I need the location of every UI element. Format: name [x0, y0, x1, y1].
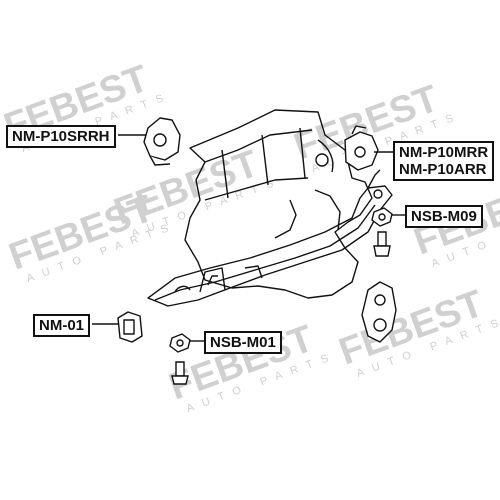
- callout-text-nm-p10arr: NM-P10ARR: [399, 161, 487, 178]
- callout-nm-01: NM-01: [33, 314, 91, 337]
- leader-lines: [92, 134, 405, 342]
- callout-text-nm-01: NM-01: [39, 317, 85, 334]
- watermark-5: FEBEST AUTO PARTS: [164, 318, 339, 415]
- engine-block: [184, 109, 373, 299]
- callout-text-nm-p10mrr: NM-P10MRR: [399, 144, 489, 161]
- callout-nsb-m09: NSB-M09: [405, 205, 483, 228]
- subframe: [147, 169, 393, 307]
- callout-text-nsb-m01: NSB-M01: [210, 334, 276, 351]
- part-nm-p10srrh: [143, 117, 181, 166]
- callout-text-nm-p10srrh: NM-P10SRRH: [12, 128, 110, 145]
- part-nm-p10mrr: [344, 125, 379, 171]
- callout-text-nsb-m09: NSB-M09: [411, 208, 477, 225]
- part-nsb-m01: [169, 333, 191, 385]
- part-nsb-m09: [371, 207, 393, 257]
- callout-nm-p10srrh: NM-P10SRRH: [6, 125, 116, 148]
- part-nm-01: [117, 311, 143, 343]
- callout-nsb-m01: NSB-M01: [204, 331, 282, 354]
- part-rear-mount: [361, 281, 397, 343]
- watermark-layer: FEBEST AUTO PARTS FEBEST AUTO PARTS FEBE…: [0, 58, 500, 415]
- watermark-4: FEBEST AUTO PARTS: [334, 283, 500, 380]
- callout-nm-p10mrr-arr: NM-P10MRR NM-P10ARR: [393, 141, 495, 181]
